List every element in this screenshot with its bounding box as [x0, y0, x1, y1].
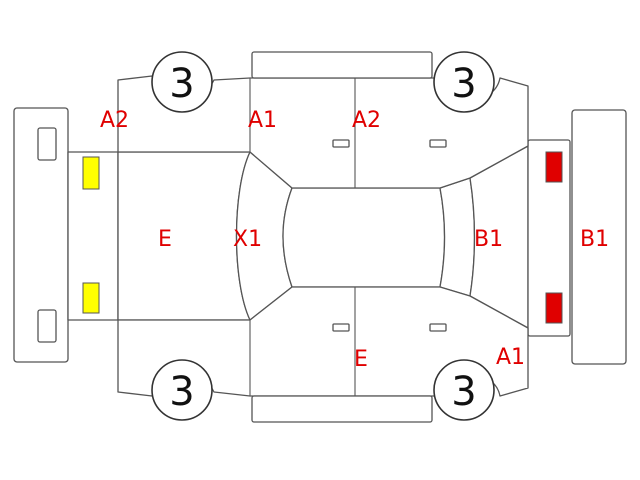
top-rear-door-handle — [332, 139, 350, 148]
rear-lamp-bottom — [82, 282, 100, 314]
mark-windshield: B1 — [474, 227, 503, 252]
tire-rear-left-score: 3 — [169, 61, 194, 107]
tire-rear-left: 3 — [151, 51, 213, 113]
top-side-skirt — [251, 51, 433, 79]
roof — [282, 187, 446, 288]
front-panel — [527, 139, 571, 337]
mark-rear-glass: X1 — [233, 227, 262, 252]
tire-front-left: 3 — [433, 51, 495, 113]
tire-front-right-score: 3 — [451, 369, 476, 415]
mark-bottom-rear-door: E — [354, 347, 368, 372]
rear-bumper-reflector-bottom — [37, 309, 57, 343]
tire-front-left-score: 3 — [451, 61, 476, 107]
mark-front-bumper: B1 — [580, 227, 609, 252]
tire-rear-right: 3 — [151, 359, 213, 421]
bottom-front-door-handle — [429, 323, 447, 332]
mark-bottom-front-fender: A1 — [496, 345, 525, 370]
front-lamp-top — [545, 151, 563, 183]
front-lamp-bottom — [545, 292, 563, 324]
trunk-deck — [117, 151, 251, 321]
rear-panel — [67, 151, 119, 321]
bottom-rear-door-handle — [332, 323, 350, 332]
mark-top-front-door: A1 — [248, 108, 277, 133]
tire-rear-right-score: 3 — [169, 369, 194, 415]
top-front-door-handle — [429, 139, 447, 148]
bottom-side-skirt — [251, 395, 433, 423]
rear-bumper — [13, 107, 69, 363]
rear-bumper-reflector-top — [37, 127, 57, 161]
mark-top-rear-door: A2 — [352, 108, 381, 133]
mark-top-rear-fender: A2 — [100, 108, 129, 133]
mark-rear-panel: E — [158, 227, 172, 252]
front-bumper — [571, 109, 627, 365]
tire-front-right: 3 — [433, 359, 495, 421]
rear-lamp-top — [82, 156, 100, 190]
windshield — [439, 177, 476, 297]
